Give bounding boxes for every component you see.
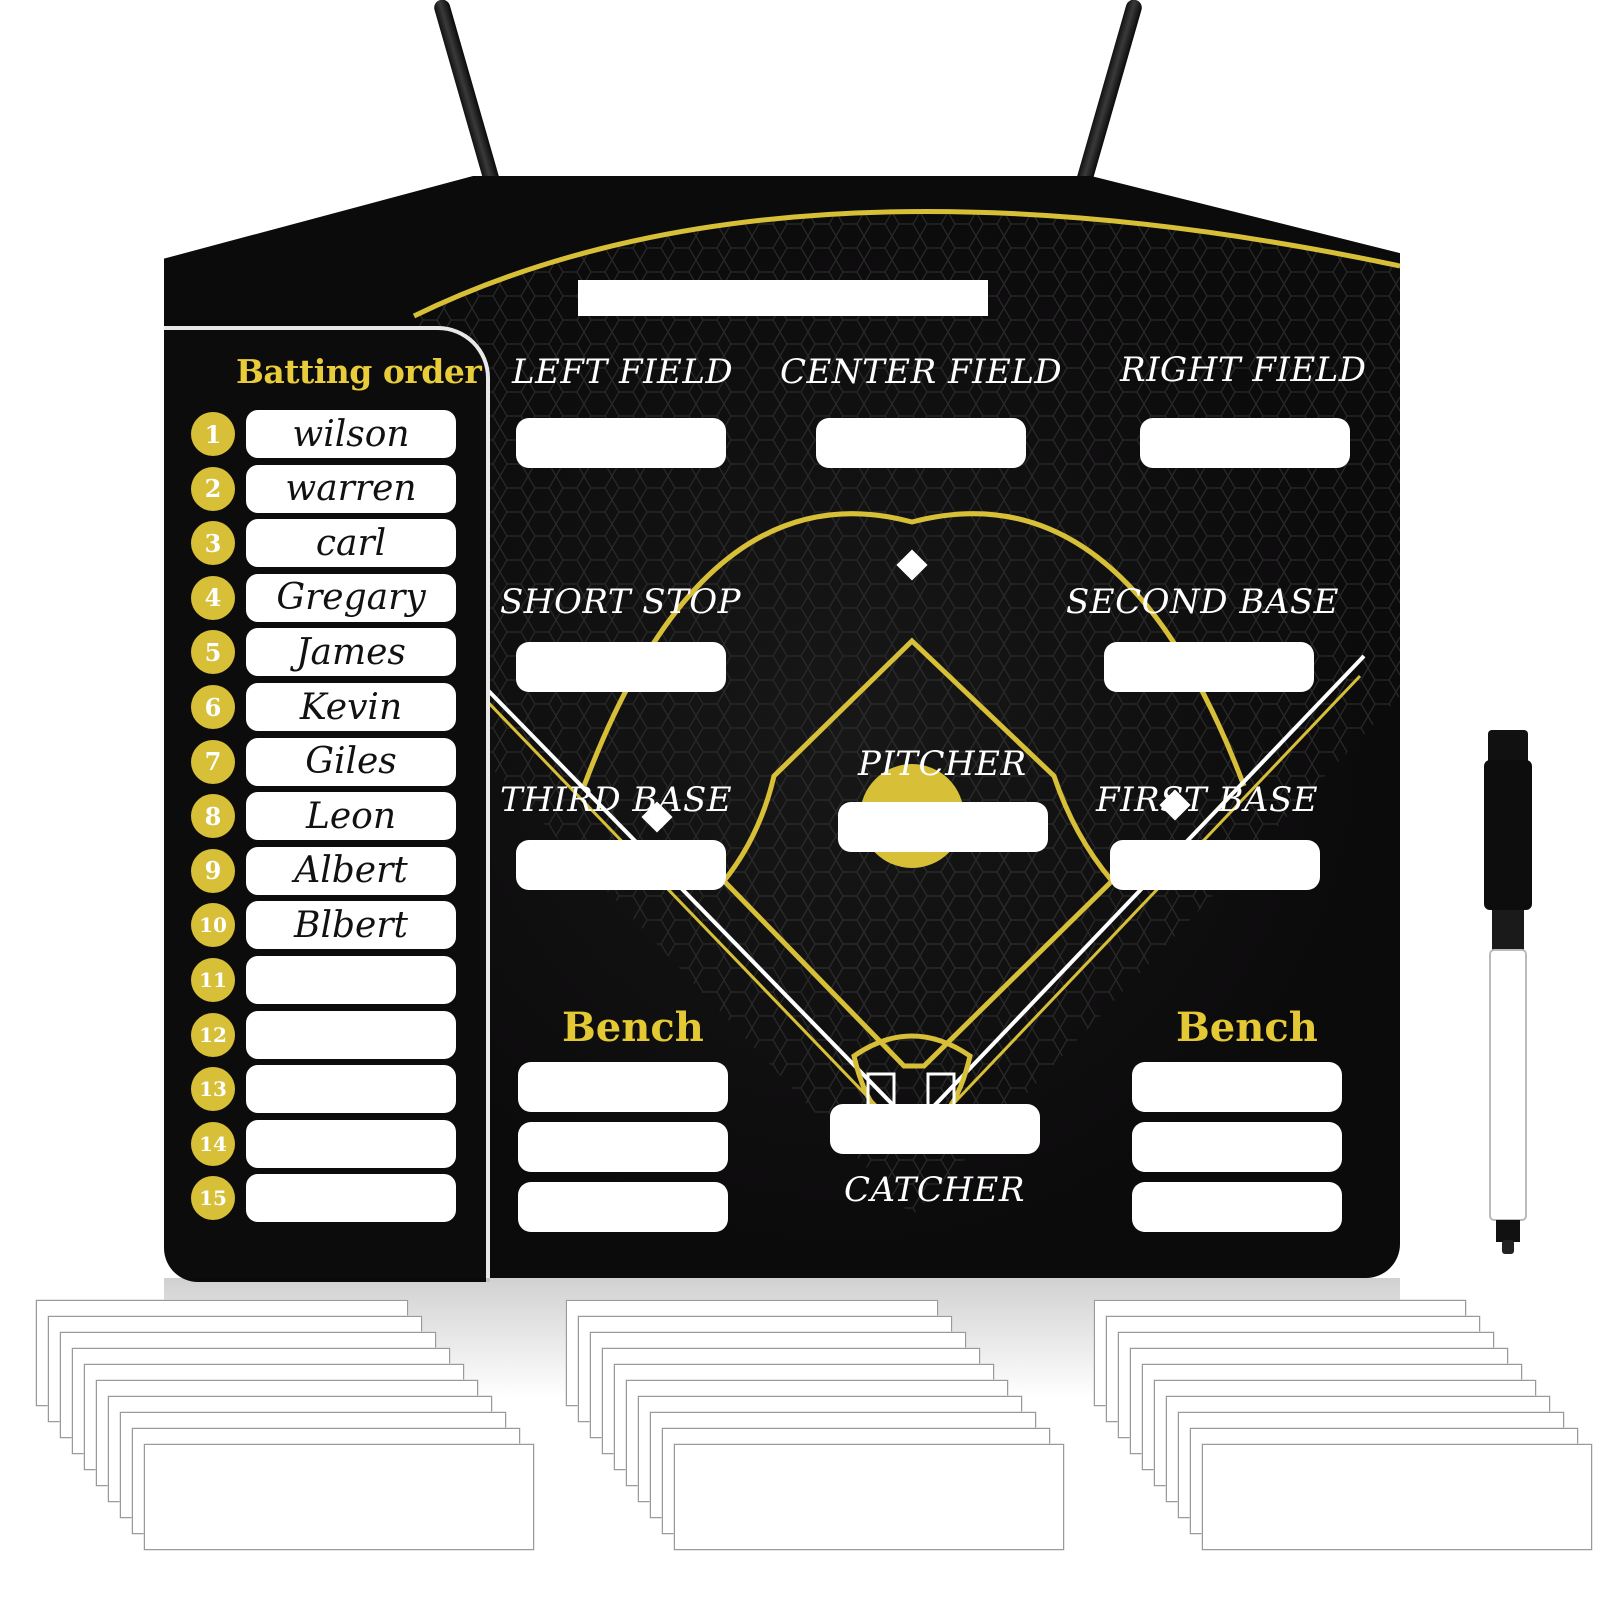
batting-number-badge: 13 (191, 1067, 235, 1112)
batting-number-badge: 5 (191, 630, 235, 675)
batting-name-slot[interactable] (246, 1065, 456, 1114)
batting-name-slot[interactable]: warren (246, 464, 456, 513)
batting-name-slot[interactable] (246, 1119, 456, 1168)
pitcher-slot[interactable] (838, 802, 1048, 852)
batting-number-badge: 2 (191, 466, 235, 511)
batting-name-slot[interactable]: James (246, 628, 456, 677)
batting-number-badge: 3 (191, 521, 235, 566)
third-base-label: THIRD BASE (500, 780, 733, 820)
batting-name-slot[interactable]: carl (246, 519, 456, 568)
batting-name-slot[interactable]: Gregary (246, 573, 456, 622)
bench-left-slot[interactable] (518, 1062, 728, 1112)
bench-left-label: Bench (562, 1004, 704, 1051)
batting-name-slot[interactable]: Blbert (246, 901, 456, 950)
team-name-slot[interactable] (578, 280, 988, 316)
batting-order-title: Batting order (236, 352, 482, 391)
name-card (144, 1444, 534, 1550)
center-field-slot[interactable] (816, 418, 1026, 468)
batting-number-badge: 4 (191, 575, 235, 620)
pitcher-label: PITCHER (858, 744, 1027, 784)
first-base-label: FIRST BASE (1096, 780, 1319, 820)
center-field-label: CENTER FIELD (780, 352, 1063, 392)
bench-left-slot[interactable] (518, 1182, 728, 1232)
second-base-label: SECOND BASE (1066, 582, 1339, 622)
right-field-slot[interactable] (1140, 418, 1350, 468)
batting-number-badge: 7 (191, 739, 235, 784)
batting-name-slot[interactable]: wilson (246, 410, 456, 458)
name-card (1202, 1444, 1592, 1550)
batting-name-slot[interactable] (246, 1010, 456, 1059)
left-field-slot[interactable] (516, 418, 726, 468)
bench-right-slot[interactable] (1132, 1122, 1342, 1172)
batting-name-slot[interactable]: Kevin (246, 683, 456, 731)
batting-number-badge: 1 (191, 412, 235, 456)
batting-name-slot[interactable] (246, 956, 456, 1004)
bench-right-slot[interactable] (1132, 1062, 1342, 1112)
batting-number-badge: 12 (191, 1012, 235, 1057)
name-card (674, 1444, 1064, 1550)
batting-number-badge: 10 (191, 903, 235, 948)
catcher-label: CATCHER (844, 1170, 1025, 1210)
batting-number-badge: 9 (191, 848, 235, 893)
short-stop-label: SHORT STOP (500, 582, 742, 622)
short-stop-slot[interactable] (516, 642, 726, 692)
right-field-label: RIGHT FIELD (1120, 350, 1367, 390)
bench-right-label: Bench (1176, 1004, 1318, 1051)
batting-number-badge: 11 (191, 958, 235, 1002)
bench-right-slot[interactable] (1132, 1182, 1342, 1232)
first-base-slot[interactable] (1110, 840, 1320, 890)
batting-name-slot[interactable] (246, 1174, 456, 1223)
dry-erase-marker-icon (1484, 730, 1532, 1254)
batting-name-slot[interactable]: Giles (246, 737, 456, 786)
second-base-slot[interactable] (1104, 642, 1314, 692)
third-base-slot[interactable] (516, 840, 726, 890)
left-field-label: LEFT FIELD (512, 352, 734, 392)
catcher-slot[interactable] (830, 1104, 1040, 1154)
batting-name-slot[interactable]: Leon (246, 792, 456, 841)
batting-number-badge: 8 (191, 794, 235, 839)
batting-name-slot[interactable]: Albert (246, 846, 456, 895)
batting-number-badge: 6 (191, 685, 235, 729)
batting-number-badge: 15 (191, 1176, 235, 1221)
bench-left-slot[interactable] (518, 1122, 728, 1172)
batting-number-badge: 14 (191, 1121, 235, 1166)
